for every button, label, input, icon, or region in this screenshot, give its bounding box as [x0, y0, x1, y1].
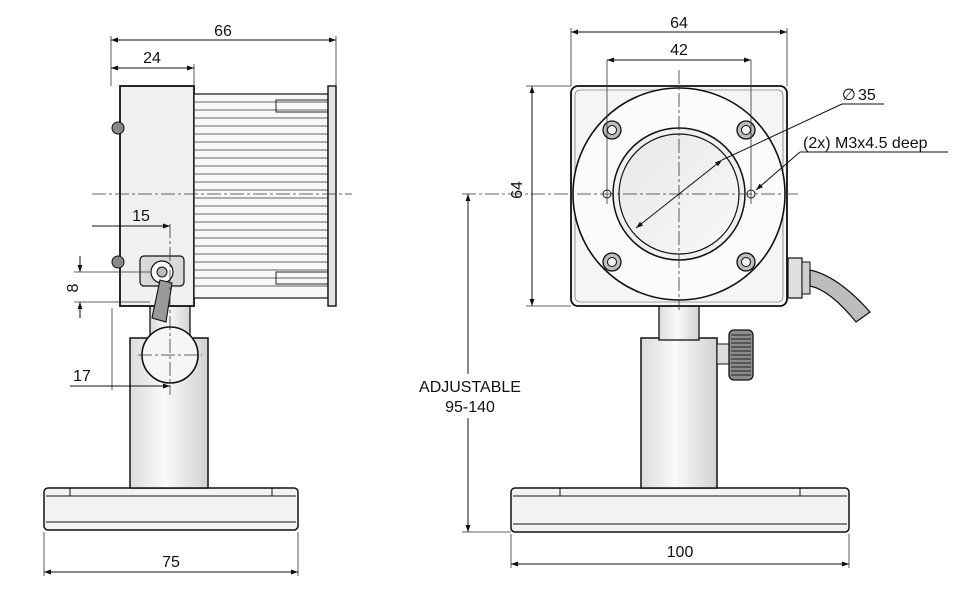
screw-socket [741, 125, 751, 135]
dim-front-base-width: 100 [667, 544, 694, 561]
label-mount-holes: (2x) M3x4.5 deep [803, 135, 928, 152]
front-screw-heads [602, 120, 756, 272]
side-view: 66 24 15 8 17 75 [43, 23, 352, 576]
dim-side-base-width: 75 [162, 554, 180, 571]
post-thumbscrew [728, 329, 754, 381]
side-post [129, 305, 209, 489]
screw-socket [741, 257, 751, 267]
dim-side-post-offset: 17 [73, 368, 91, 385]
front-view: ∅ 35 (2x) M3x4.5 deep 64 42 64 ADJUSTABL… [404, 15, 948, 568]
side-housing [111, 85, 337, 323]
dim-front-hole-spacing: 42 [670, 42, 688, 59]
label-adjustable: ADJUSTABLE [419, 379, 521, 396]
dim-front-housing-height: 64 [509, 181, 526, 199]
dim-front-housing-width: 64 [670, 15, 688, 32]
front-post [640, 305, 754, 489]
cable [809, 269, 871, 323]
side-base [43, 487, 299, 531]
dim-aperture-diameter: 35 [858, 87, 876, 104]
cable-connector [787, 257, 871, 323]
heat-sink-fins [194, 101, 328, 287]
dim-side-lock-offset: 15 [132, 208, 150, 225]
dim-side-housing-depth: 24 [143, 50, 161, 67]
side-lock-nut [139, 255, 185, 323]
screw-socket [607, 125, 617, 135]
dim-aperture-symbol: ∅ [842, 87, 856, 104]
front-base [510, 487, 850, 533]
side-tapped-hole [111, 121, 125, 135]
dim-side-overall-depth: 66 [214, 23, 232, 40]
screw-socket [607, 257, 617, 267]
label-height-range: 95-140 [445, 399, 495, 416]
side-tapped-hole [111, 255, 125, 269]
dim-side-lock-height: 8 [65, 283, 82, 292]
